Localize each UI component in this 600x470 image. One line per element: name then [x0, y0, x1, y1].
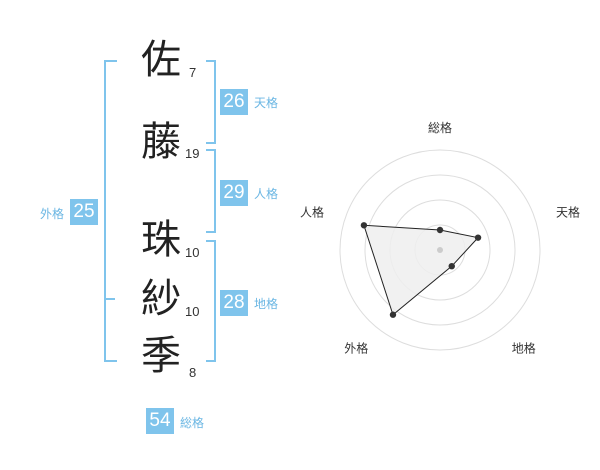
- stroke-count-3: 10: [185, 245, 200, 260]
- radar-axis-label-1: 総格: [428, 120, 452, 135]
- soukaku-label: 総格: [180, 416, 205, 430]
- tenkaku-label: 天格: [254, 96, 279, 110]
- name-char-1: 佐: [141, 37, 181, 83]
- radar-axis-label-4: 外格: [344, 341, 368, 356]
- radar-points: [360, 222, 482, 318]
- name-char-5: 季: [141, 333, 181, 379]
- stroke-count-5: 8: [189, 365, 197, 380]
- radar-axis-label-3: 地格: [512, 341, 536, 356]
- gaikaku-bracket-tick: [104, 298, 115, 300]
- jinkaku-value-badge: 29: [220, 180, 248, 206]
- stroke-count-2: 19: [185, 146, 200, 161]
- chikaku-bracket: [206, 240, 216, 362]
- chikaku-value-badge: 28: [220, 290, 248, 316]
- tenkaku-value-badge: 26: [220, 89, 248, 115]
- jinkaku-label: 人格: [254, 187, 279, 201]
- stroke-count-4: 10: [185, 304, 200, 319]
- name-char-3: 珠: [141, 217, 181, 263]
- jinkaku-bracket: [206, 149, 216, 233]
- stroke-count-1: 7: [189, 65, 197, 80]
- radar-ring-4: [339, 149, 541, 351]
- radar-center-dot: [437, 247, 443, 253]
- gaikaku-bracket: [104, 60, 117, 362]
- radar-point-5: [360, 222, 368, 229]
- name-char-4: 紗: [141, 276, 181, 322]
- radar-axis-label-5: 人格: [300, 204, 324, 219]
- soukaku-value-badge: 54: [146, 408, 174, 434]
- gaikaku-label: 外格: [40, 207, 65, 221]
- chikaku-label: 地格: [254, 297, 279, 311]
- gaikaku-value-badge: 25: [70, 199, 98, 225]
- name-char-2: 藤: [141, 119, 181, 165]
- radar-point-3: [448, 262, 455, 270]
- tenkaku-bracket: [206, 60, 216, 144]
- radar-ring-3: [364, 174, 516, 326]
- radar-point-4: [389, 311, 397, 318]
- radar-point-1: [436, 226, 444, 234]
- radar-axis-label-2: 天格: [556, 204, 580, 219]
- radar-point-2: [474, 234, 482, 241]
- radar-area: [363, 224, 480, 316]
